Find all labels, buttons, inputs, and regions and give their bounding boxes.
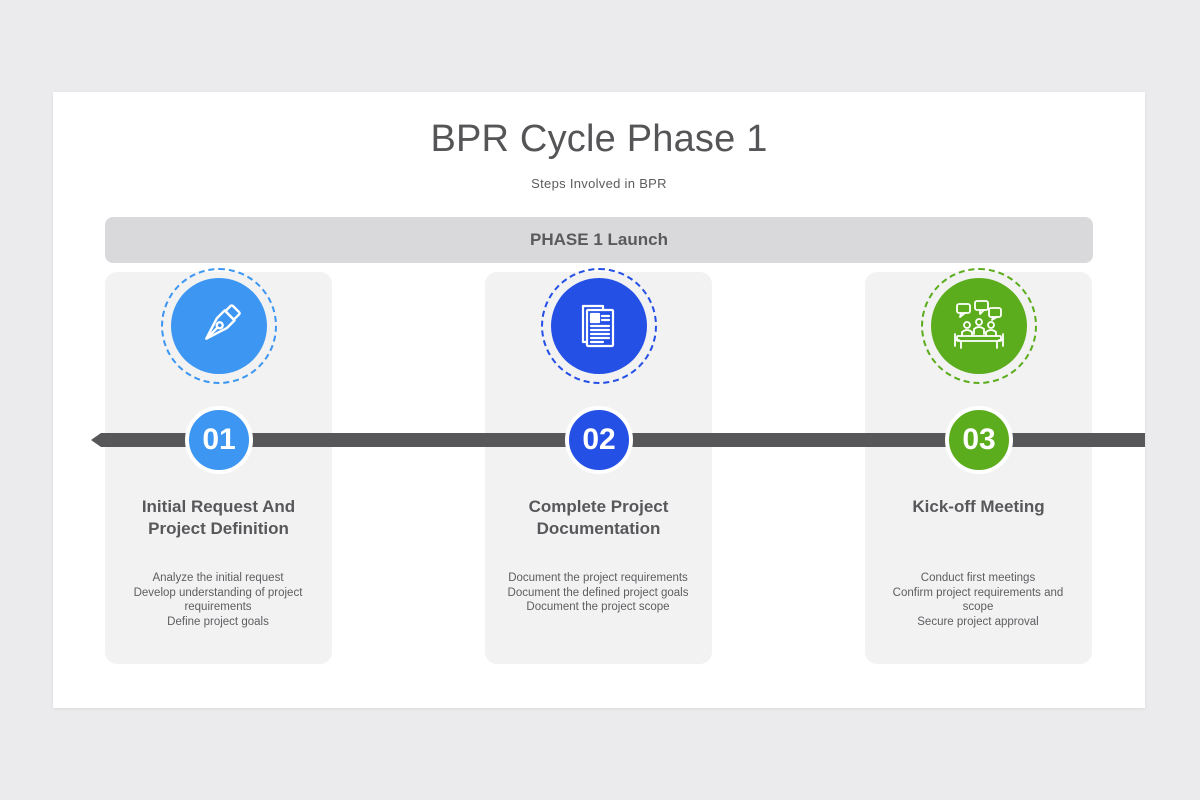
step-1-description: Analyze the initial request Develop unde… xyxy=(118,571,318,629)
step-1-desc-line-2: Develop understanding of project xyxy=(133,586,303,599)
step-1-title-line-1: Initial Request And xyxy=(141,497,296,516)
phase-banner: PHASE 1 Launch xyxy=(105,217,1093,263)
step-3-desc-line-2: Confirm project requirements and xyxy=(892,586,1064,599)
slide-title: BPR Cycle Phase 1 xyxy=(430,118,768,160)
step-1-desc-line-3: requirements xyxy=(184,601,252,614)
step-3-description: Conduct first meetings Confirm project r… xyxy=(878,571,1078,629)
step-2-desc-line-3: Document the project scope xyxy=(526,601,670,614)
meeting-icon xyxy=(931,278,1027,374)
step-1-number: 01 xyxy=(185,406,253,474)
document-icon xyxy=(551,278,647,374)
step-1-desc-line-1: Analyze the initial request xyxy=(152,572,284,584)
step-2-icon-ring xyxy=(541,268,657,384)
step-3-desc-line-4: Secure project approval xyxy=(917,615,1039,628)
step-3-title-line-1: Kick-off Meeting xyxy=(912,497,1045,516)
step-3-desc-line-1: Conduct first meetings xyxy=(920,572,1036,584)
fountain-pen-icon xyxy=(171,278,267,374)
step-1-title: Initial Request And Project Definition xyxy=(105,496,332,540)
step-2-desc-line-1: Document the project requirements xyxy=(508,572,688,584)
step-2-description: Document the project requirements Docume… xyxy=(498,571,698,615)
step-3-desc-line-3: scope xyxy=(962,601,994,614)
step-3-icon-ring xyxy=(921,268,1037,384)
step-1-title-line-2: Project Definition xyxy=(148,519,289,538)
step-2-title-line-1: Complete Project xyxy=(528,497,669,516)
step-3-number: 03 xyxy=(945,406,1013,474)
step-2-title: Complete Project Documentation xyxy=(485,496,712,540)
step-3-title: Kick-off Meeting xyxy=(865,496,1092,518)
slide-subtitle: Steps Involved in BPR xyxy=(531,176,667,191)
step-2-title-line-2: Documentation xyxy=(536,519,661,538)
step-2-number: 02 xyxy=(565,406,633,474)
timeline-arrow-tip xyxy=(91,433,101,447)
slide: BPR Cycle Phase 1 Steps Involved in BPR … xyxy=(53,92,1145,708)
step-1-desc-line-4: Define project goals xyxy=(167,615,269,628)
step-2-desc-line-2: Document the defined project goals xyxy=(507,586,689,599)
step-1-icon-ring xyxy=(161,268,277,384)
